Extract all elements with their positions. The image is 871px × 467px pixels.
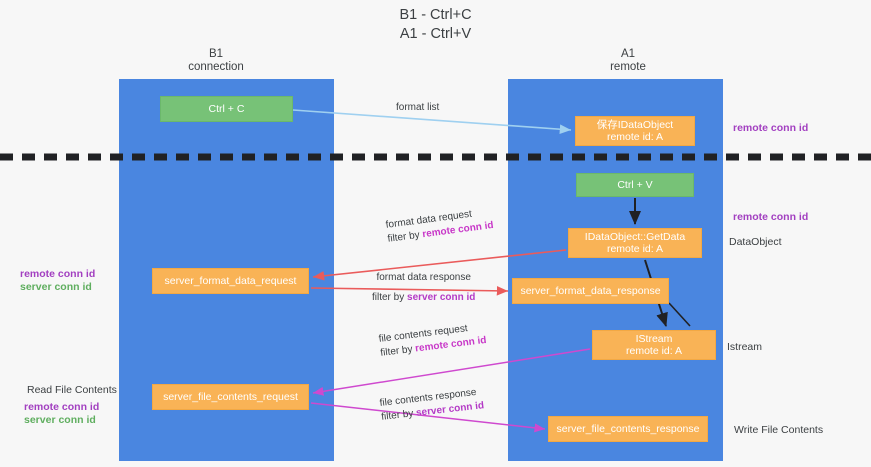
arrow-response-to-istream [668, 302, 691, 327]
filter-key-server-conn-id: server conn id [407, 292, 476, 303]
arrow-label-format-data-response-filter: filter by server conn id [372, 292, 476, 303]
note-remote-conn-id-top: remote conn id [733, 122, 809, 134]
arrow-file-contents-response [310, 402, 546, 433]
note-write-file-contents: Write File Contents [734, 424, 824, 436]
box-istream[interactable]: IStream remote id: A [592, 330, 716, 360]
arrow-label-format-data-response: format data response filter by server co… [372, 271, 475, 305]
arrow-file-contents-request [312, 348, 591, 396]
box-ctrl-c[interactable]: Ctrl + C [160, 96, 293, 122]
arrow-label-format-data-response-line1: format data response [376, 272, 471, 283]
note-remote-conn-id-mid: remote conn id [733, 211, 809, 223]
note-dataobject: DataObject [729, 236, 782, 248]
arrow-format-data-response [310, 286, 509, 296]
arrow-format-list [292, 109, 572, 134]
box-server-format-data-request[interactable]: server_format_data_request [152, 268, 309, 294]
box-idataobject-getdata[interactable]: IDataObject::GetData remote id: A [568, 228, 702, 258]
note-istream: Istream [727, 341, 763, 353]
note-left-conn-ids-bottom: remote conn id server conn id [24, 401, 99, 427]
note-read-file-contents: Read File Contents [27, 384, 117, 396]
note-server-conn-id-left-2: server conn id [24, 414, 96, 426]
column-header-b1: B1 connection [188, 48, 244, 73]
note-left-conn-ids-top: remote conn id server conn id [20, 268, 95, 294]
box-server-file-contents-request[interactable]: server_file_contents_request [152, 384, 309, 410]
note-remote-conn-id-left-1: remote conn id [20, 268, 96, 280]
arrow-format-data-request [312, 249, 567, 281]
box-ctrl-v[interactable]: Ctrl + V [576, 173, 694, 197]
arrow-label-format-list: format list [396, 102, 440, 113]
note-server-conn-id-left-1: server conn id [20, 281, 92, 293]
note-remote-conn-id-left-2: remote conn id [24, 401, 100, 413]
column-header-a1: A1 remote [610, 48, 646, 73]
page-title: B1 - Ctrl+C A1 - Ctrl+V [399, 7, 472, 42]
box-save-idataobject[interactable]: 保存IDataObject remote id: A [575, 116, 695, 146]
box-server-file-contents-response[interactable]: server_file_contents_response [548, 416, 708, 442]
box-server-format-data-response[interactable]: server_format_data_response [512, 278, 669, 304]
